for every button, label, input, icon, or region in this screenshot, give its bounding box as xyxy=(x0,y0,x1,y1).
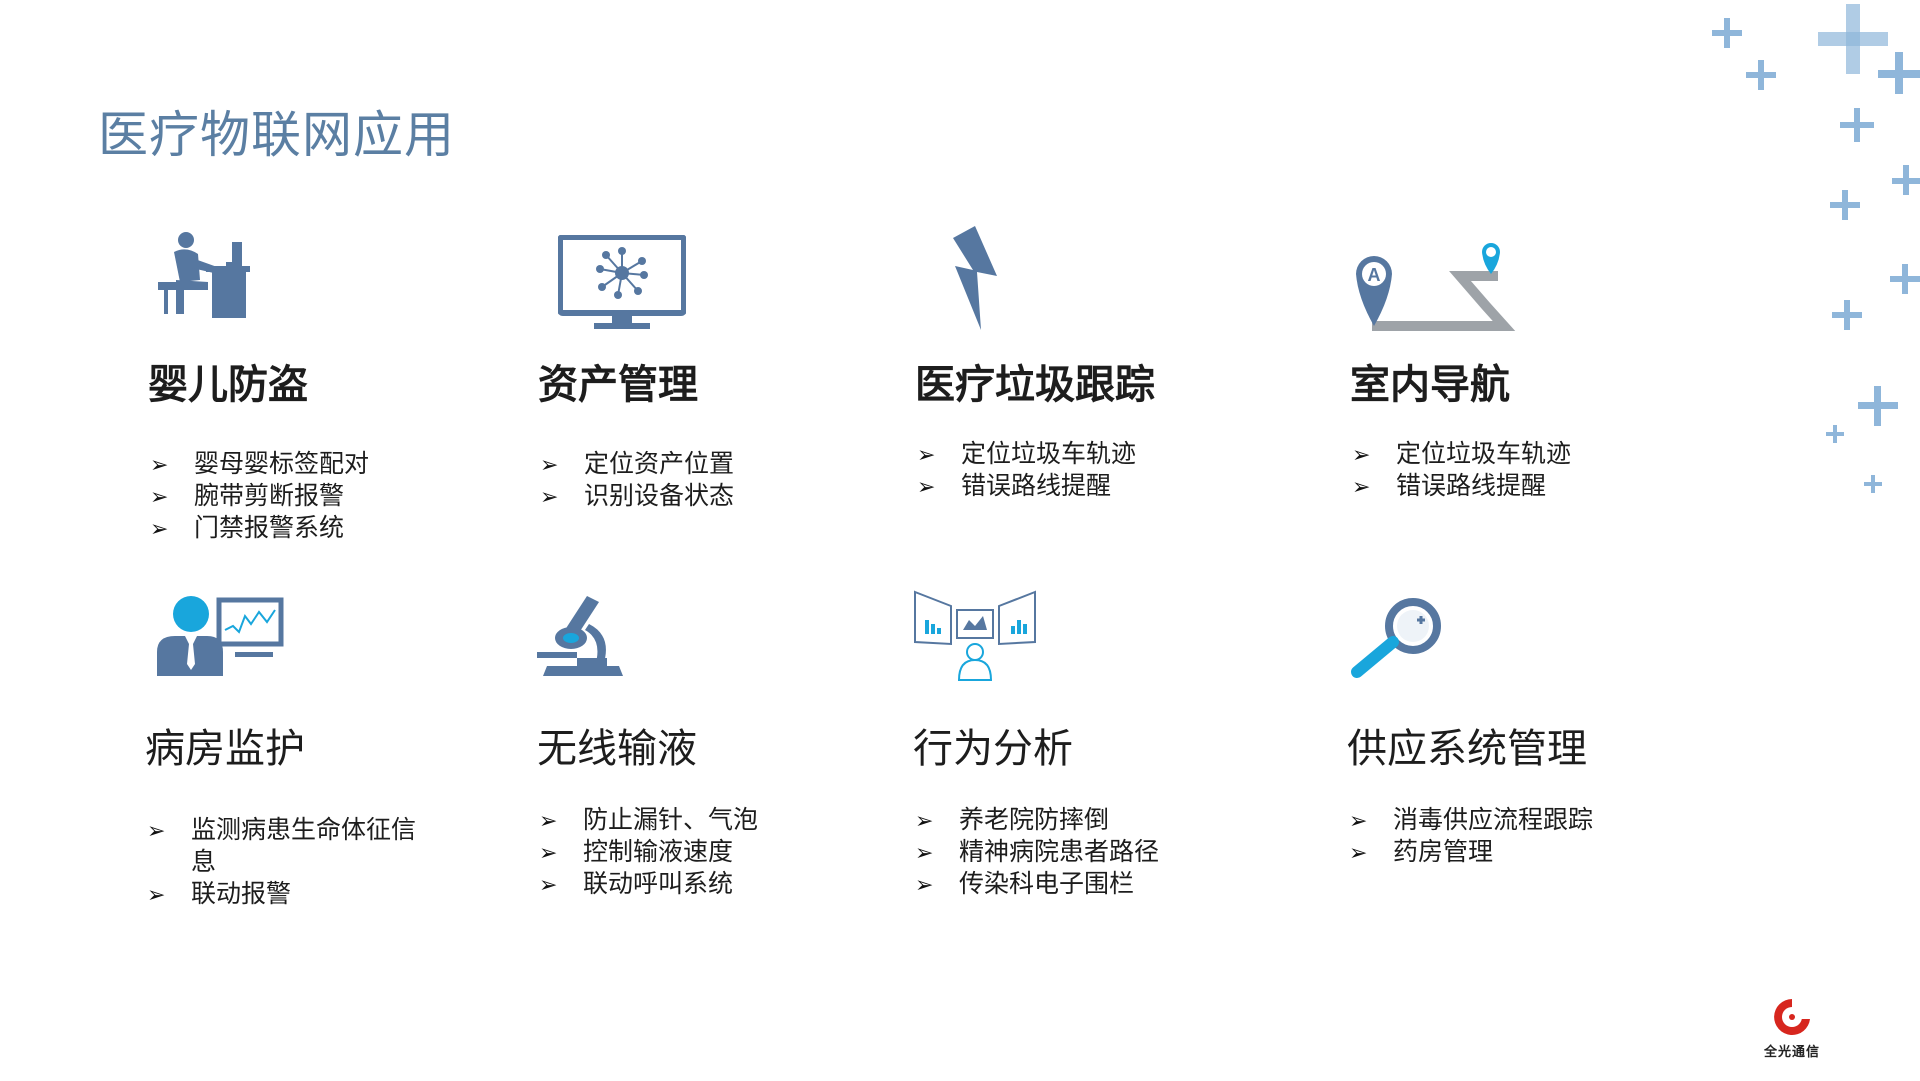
svg-text:A: A xyxy=(1368,265,1381,285)
arrow-bullet-icon: ➢ xyxy=(150,517,169,542)
list-item: ➢婴母婴标签配对 xyxy=(148,448,369,480)
microscope-icon xyxy=(537,596,627,684)
list-item: ➢药房管理 xyxy=(1347,836,1593,868)
list-item: ➢门禁报警系统 xyxy=(148,512,369,544)
feature-list: ➢消毒供应流程跟踪 ➢药房管理 xyxy=(1347,804,1593,868)
feature-list: ➢监测病患生命体征信息 ➢联动报警 xyxy=(145,814,435,910)
decorative-plus-pattern xyxy=(1690,0,1920,504)
list-item: ➢控制输液速度 xyxy=(537,836,758,868)
list-item: ➢错误路线提醒 xyxy=(1350,470,1571,502)
patient-monitor-icon xyxy=(155,596,285,680)
arrow-bullet-icon: ➢ xyxy=(917,443,936,468)
card-title: 病房监护 xyxy=(145,726,305,772)
swirl-logo-icon xyxy=(1774,999,1810,1035)
arrow-bullet-icon: ➢ xyxy=(147,819,166,844)
arrow-bullet-icon: ➢ xyxy=(915,841,934,866)
route-map-pin-icon: A xyxy=(1350,240,1520,352)
arrow-bullet-icon: ➢ xyxy=(1349,841,1368,866)
feature-list: ➢定位垃圾车轨迹 ➢错误路线提醒 xyxy=(1350,438,1571,502)
card-title: 供应系统管理 xyxy=(1347,726,1587,772)
card-title: 医疗垃圾跟踪 xyxy=(915,362,1155,408)
list-item: ➢错误路线提醒 xyxy=(915,470,1136,502)
card-title: 室内导航 xyxy=(1350,362,1510,408)
list-item: ➢腕带剪断报警 xyxy=(148,480,369,512)
monitor-network-icon xyxy=(557,234,687,337)
list-item: ➢定位垃圾车轨迹 xyxy=(1350,438,1571,470)
feature-list: ➢定位资产位置 ➢识别设备状态 xyxy=(538,448,734,512)
list-item: ➢防止漏针、气泡 xyxy=(537,804,758,836)
behavior-analysis-icon xyxy=(913,590,1037,686)
list-item: ➢联动呼叫系统 xyxy=(537,868,758,900)
list-item: ➢定位垃圾车轨迹 xyxy=(915,438,1136,470)
feature-list: ➢防止漏针、气泡 ➢控制输液速度 ➢联动呼叫系统 xyxy=(537,804,758,900)
list-item: ➢传染科电子围栏 xyxy=(913,868,1159,900)
logo-text: 全光通信 xyxy=(1763,1045,1820,1060)
list-item: ➢精神病院患者路径 xyxy=(913,836,1159,868)
arrow-bullet-icon: ➢ xyxy=(539,841,558,866)
magnifier-icon xyxy=(1347,596,1451,684)
arrow-bullet-icon: ➢ xyxy=(917,475,936,500)
card-title: 无线输液 xyxy=(537,726,697,772)
card-title: 行为分析 xyxy=(913,726,1073,772)
list-item: ➢定位资产位置 xyxy=(538,448,734,480)
card-title: 资产管理 xyxy=(538,362,698,408)
arrow-bullet-icon: ➢ xyxy=(1352,443,1371,468)
list-item: ➢监测病患生命体征信息 xyxy=(147,815,417,876)
arrow-bullet-icon: ➢ xyxy=(539,873,558,898)
company-logo: 全光通信 xyxy=(1762,995,1822,1060)
arrow-bullet-icon: ➢ xyxy=(915,809,934,834)
arrow-bullet-icon: ➢ xyxy=(147,883,166,908)
card-title: 婴儿防盗 xyxy=(148,362,308,408)
list-item: ➢识别设备状态 xyxy=(538,480,734,512)
feature-list: ➢定位垃圾车轨迹 ➢错误路线提醒 xyxy=(915,438,1136,502)
page-title: 医疗物联网应用 xyxy=(98,106,455,164)
arrow-bullet-icon: ➢ xyxy=(539,809,558,834)
lightning-icon xyxy=(935,226,1005,334)
feature-list: ➢婴母婴标签配对 ➢腕带剪断报警 ➢门禁报警系统 xyxy=(148,448,369,544)
arrow-bullet-icon: ➢ xyxy=(1349,809,1368,834)
list-item: ➢养老院防摔倒 xyxy=(913,804,1159,836)
arrow-bullet-icon: ➢ xyxy=(915,873,934,898)
office-worker-icon xyxy=(156,230,256,326)
arrow-bullet-icon: ➢ xyxy=(1352,475,1371,500)
list-item: ➢联动报警 xyxy=(145,878,435,910)
arrow-bullet-icon: ➢ xyxy=(540,453,559,478)
list-item: ➢消毒供应流程跟踪 xyxy=(1347,804,1593,836)
arrow-bullet-icon: ➢ xyxy=(540,485,559,510)
feature-list: ➢养老院防摔倒 ➢精神病院患者路径 ➢传染科电子围栏 xyxy=(913,804,1159,900)
arrow-bullet-icon: ➢ xyxy=(150,453,169,478)
arrow-bullet-icon: ➢ xyxy=(150,485,169,510)
